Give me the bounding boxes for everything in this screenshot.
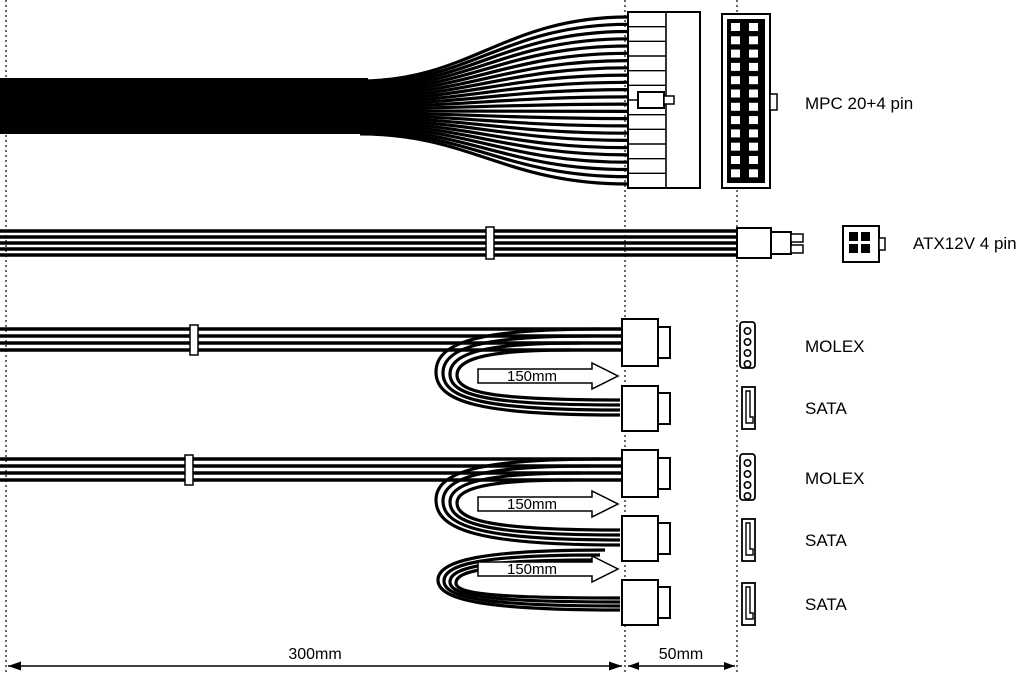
- mpc-label: MPC 20+4 pin: [805, 94, 913, 113]
- sata-icon-1: [741, 386, 756, 430]
- atx12v-connector: [736, 227, 804, 259]
- atx12v-cable: ATX12V 4 pin: [0, 225, 1017, 263]
- dimension-300mm-label: 300mm: [288, 646, 341, 663]
- cable1-tie: [189, 324, 199, 356]
- mpc-connector-housing: [627, 11, 701, 189]
- sata-label-3: SATA: [805, 595, 848, 614]
- molex-label-2: MOLEX: [805, 469, 865, 488]
- mpc-connector-latch: [637, 91, 665, 109]
- dimension-lines: 300mm 50mm: [8, 646, 735, 671]
- peripheral-cable-1: 150mm MOLEX SATA: [0, 318, 865, 432]
- mpc-connector-pin-face: [721, 13, 778, 189]
- sata-connector-2: [621, 515, 671, 562]
- molex-connector-1: [621, 318, 671, 367]
- loop2-dimension-label: 150mm: [507, 496, 557, 513]
- peripheral-cable-2: 150mm 150mm MOLEX SATA: [0, 449, 865, 626]
- sata-icon-3: [741, 582, 756, 626]
- loop3-dimension-arrow: 150mm: [477, 554, 620, 584]
- molex-label-1: MOLEX: [805, 337, 865, 356]
- cable2-tie: [184, 454, 194, 486]
- atx12v-cable-tie: [485, 226, 495, 260]
- mpc-wire-fan: [359, 15, 629, 186]
- loop2-dimension-arrow: 150mm: [477, 489, 620, 519]
- loop1-dimension-arrow: 150mm: [477, 361, 620, 391]
- sata-connector-1: [621, 385, 671, 432]
- cable2-loop-1: [434, 457, 621, 547]
- cable1-loop: [434, 327, 621, 417]
- sata-label-1: SATA: [805, 399, 848, 418]
- molex-icon-1: [739, 321, 756, 369]
- mpc-cable-sleeve: [0, 78, 368, 134]
- sata-label-2: SATA: [805, 531, 848, 550]
- atx12v-wires: [0, 229, 737, 257]
- loop3-dimension-label: 150mm: [507, 561, 557, 578]
- loop1-dimension-label: 150mm: [507, 368, 557, 385]
- sata-icon-2: [741, 518, 756, 562]
- mpc-cable: MPC 20+4 pin: [0, 11, 913, 189]
- dimension-300mm: 300mm: [8, 646, 622, 671]
- molex-connector-2: [621, 449, 671, 498]
- sata-connector-3: [621, 579, 671, 626]
- dimension-50mm-label: 50mm: [659, 646, 703, 663]
- atx12v-label: ATX12V 4 pin: [913, 234, 1017, 253]
- atx12v-pin-face-icon: [842, 225, 886, 263]
- molex-icon-2: [739, 453, 756, 501]
- dimension-50mm: 50mm: [628, 646, 735, 670]
